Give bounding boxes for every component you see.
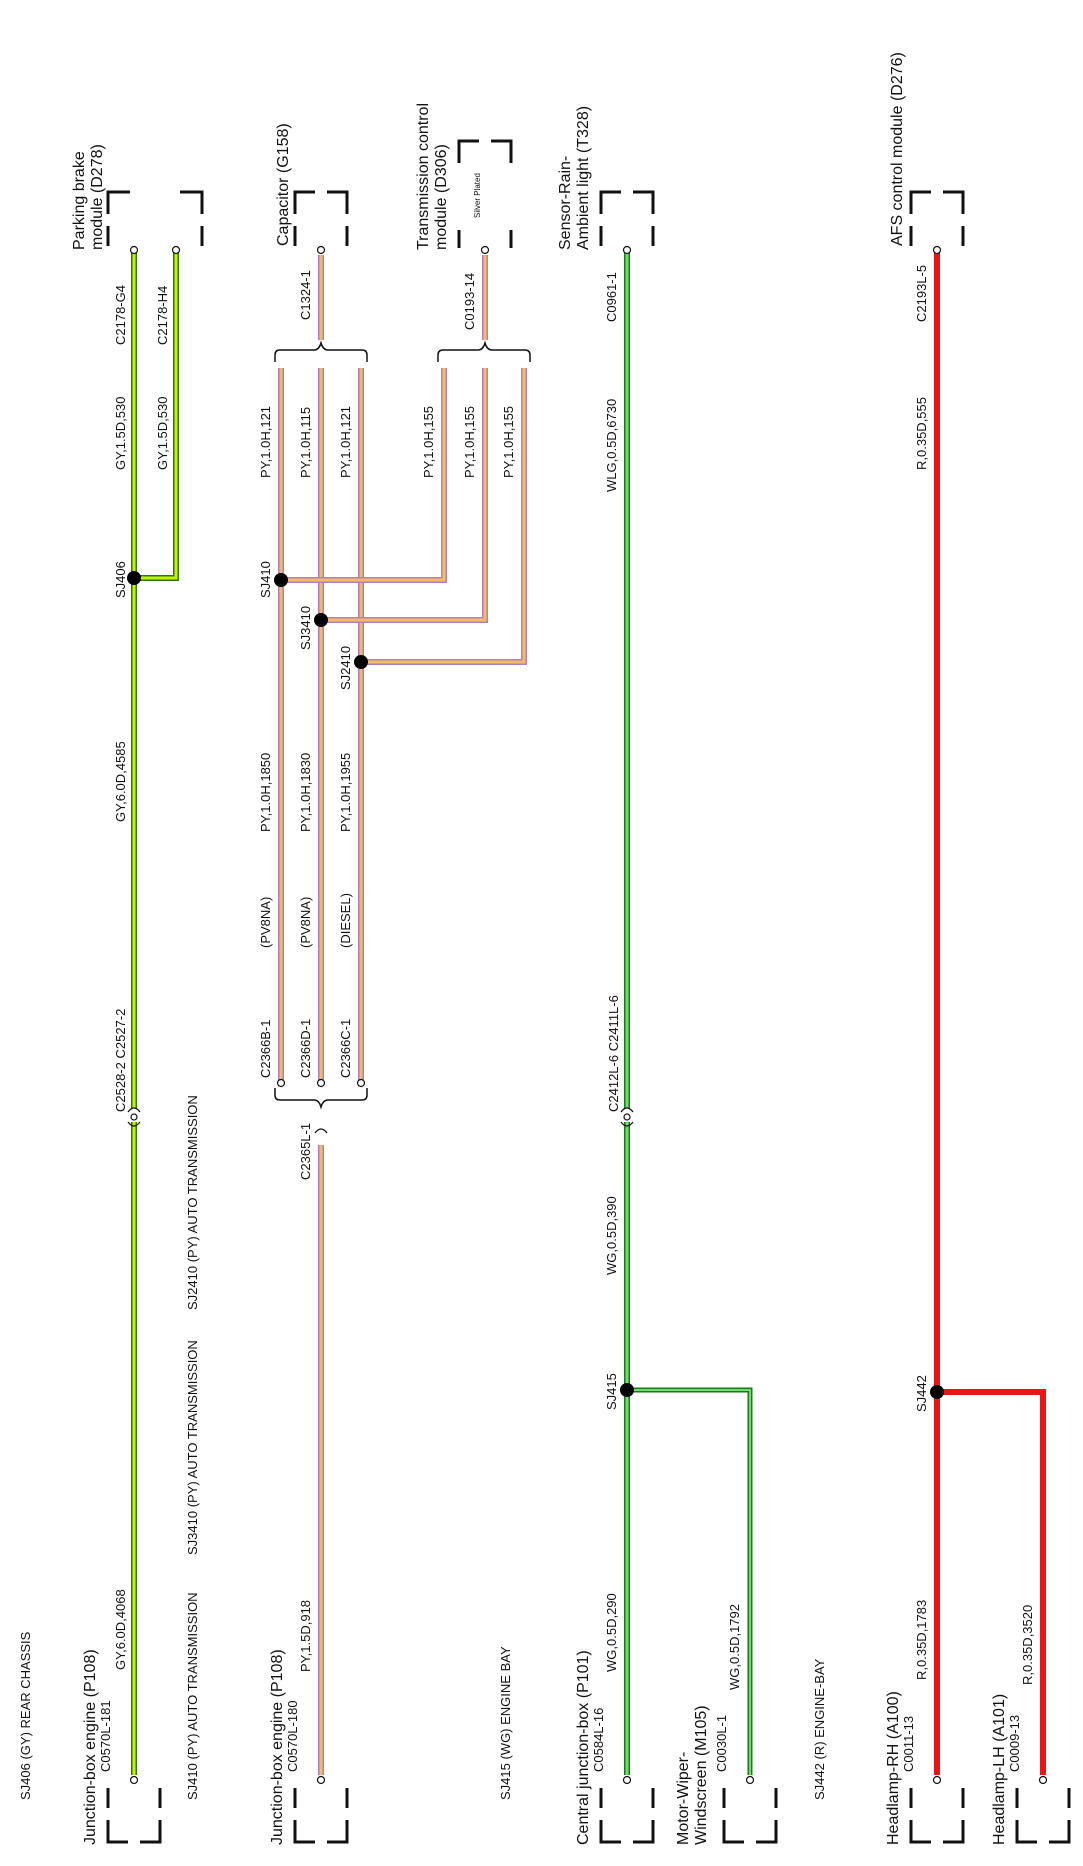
jb-engine-2-title: Junction-box engine (P108) <box>269 1649 286 1845</box>
conn-c2366c-1: C2366C-1 <box>338 1019 353 1078</box>
conn-c2193l-5: C2193L-5 <box>914 265 929 322</box>
splice-sj442 <box>930 1385 944 1399</box>
conn-c0030l-1: C0030L-1 <box>714 1715 729 1772</box>
splice-sj2410 <box>354 655 368 669</box>
section-label-wg: SJ415 (WG) ENGINE BAY <box>498 1646 513 1800</box>
splice-label-sj415: SJ415 <box>604 1373 619 1410</box>
conn-c2412l-6: C2412L-6 C2411L-6 <box>606 995 621 1112</box>
wire-r-a: R,0.35D,555 <box>914 397 929 470</box>
gy-wires <box>131 252 179 1775</box>
headlamp-lh-title: Headlamp-LH (A101) <box>991 1694 1008 1845</box>
rain-sensor-title: Sensor-Rain-Ambient light (T328) <box>557 106 592 250</box>
wire-wg-c: WG,0.5D,1792 <box>727 1604 742 1690</box>
r-wires <box>934 252 1046 1775</box>
wire-gy-c: GY,6.0D,4585 <box>113 741 128 822</box>
conn-c2366b-1: C2366B-1 <box>258 1019 273 1078</box>
splice-label-sj442: SJ442 <box>914 1375 929 1412</box>
splice-dots <box>127 571 944 1399</box>
afs-title: AFS control module (D276) <box>889 52 906 246</box>
wire-py-f: PY,1.0H,155 <box>501 406 516 478</box>
splice-sj406 <box>127 571 141 585</box>
tcm-note: Silver Plated <box>473 173 482 218</box>
wiper-title: Motor-Wiper-Windscreen (M105) <box>675 1705 710 1845</box>
module-titles: Parking brakemodule (D278) Capacitor (G1… <box>71 52 1008 1845</box>
wire-py-j: PY,1.5D,918 <box>298 1600 313 1672</box>
conn-c0961-1: C0961-1 <box>604 272 619 322</box>
section-label-gy: SJ406 (GY) REAR CHASSIS <box>18 1631 33 1800</box>
tcm-title: Transmission controlmodule (D306) <box>415 103 450 250</box>
wire-gy-d: GY,6.0D,4068 <box>113 1589 128 1670</box>
conn-c2178-h4: C2178-H4 <box>155 286 170 345</box>
conn-c0193-14: C0193-14 <box>462 273 477 330</box>
wire-py-c: PY,1.0H,121 <box>338 406 353 478</box>
braces <box>274 340 531 1110</box>
splice-label-sj410: SJ410 <box>258 561 273 598</box>
wg-wires <box>624 252 753 1775</box>
wire-opt-b: (PV8NA) <box>298 897 313 948</box>
splice-sj3410 <box>314 613 328 627</box>
wire-py-a: PY,1.0H,121 <box>258 406 273 478</box>
module-boxes <box>106 139 1071 1844</box>
splice-sj410 <box>274 573 288 587</box>
splice-sj415 <box>620 1383 634 1397</box>
wire-py-d: PY,1.0H,155 <box>421 406 436 478</box>
wire-py-h: PY,1.0H,1830 <box>298 753 313 832</box>
section-labels: SJ406 (GY) REAR CHASSIS SJ410 (PY) AUTO … <box>18 1095 827 1800</box>
conn-c0570l-180: C0570L-180 <box>285 1700 300 1772</box>
splice-label-sj2410: SJ2410 <box>338 646 353 690</box>
wire-wlg: WLG,0.5D,6730 <box>604 399 619 492</box>
splice-label-sj3410: SJ3410 <box>298 606 313 650</box>
wire-gy-a: GY,1.5D,530 <box>113 397 128 470</box>
jb-engine-1-title: Junction-box engine (P108) <box>82 1649 99 1845</box>
central-jb-title: Central junction-box (P101) <box>575 1650 592 1845</box>
wire-py-b: PY,1.0H,115 <box>298 407 313 478</box>
conn-c0011-13: C0011-13 <box>901 1716 916 1772</box>
connector-symbols <box>127 245 1048 1785</box>
capacitor-title: Capacitor (G158) <box>275 123 292 246</box>
conn-c2366d-1: C2366D-1 <box>298 1019 313 1078</box>
splice-label-sj406: SJ406 <box>113 561 128 598</box>
conn-c0584l-16: C0584L-16 <box>591 1708 606 1772</box>
wire-py-e: PY,1.0H,155 <box>462 406 477 478</box>
conn-c0570l-181: C0570L-181 <box>98 1700 113 1772</box>
conn-c2365l-1: C2365L-1 <box>298 1123 313 1180</box>
parking-brake-module-title: Parking brakemodule (D278) <box>71 144 106 250</box>
wire-r-b: R,0.35D,1783 <box>914 1600 929 1680</box>
conn-c1324-1: C1324-1 <box>298 270 313 320</box>
wire-py-g: PY,1.0H,1850 <box>258 753 273 832</box>
wire-wg-b: WG,0.5D,290 <box>604 1593 619 1672</box>
wire-labels: GY,1.5D,530 GY,1.5D,530 GY,6.0D,4585 GY,… <box>113 397 1035 1690</box>
section-label-py1: SJ410 (PY) AUTO TRANSMISSION <box>185 1592 200 1800</box>
connector-labels: C2178-G4 C2178-H4 C1324-1 C0193-14 C0961… <box>98 265 1022 1772</box>
py-wires <box>278 255 527 1775</box>
wire-wg-a: WG,0.5D,390 <box>604 1196 619 1275</box>
wire-py-i: PY,1.0H,1955 <box>338 753 353 832</box>
wire-opt-c: (DIESEL) <box>338 893 353 948</box>
conn-c2528-2: C2528-2 C2527-2 <box>113 1009 128 1112</box>
headlamp-rh-title: Headlamp-RH (A100) <box>885 1691 902 1845</box>
section-label-py2: SJ3410 (PY) AUTO TRANSMISSION <box>185 1340 200 1555</box>
splice-labels: SJ406 SJ410 SJ3410 SJ2410 SJ415 SJ442 <box>113 561 929 1412</box>
wire-opt-a: (PV8NA) <box>258 897 273 948</box>
wire-gy-b: GY,1.5D,530 <box>155 397 170 470</box>
conn-c0009-13: C0009-13 <box>1007 1715 1022 1772</box>
section-label-r: SJ442 (R) ENGINE-BAY <box>812 1658 827 1800</box>
wire-r-c: R,0.35D,3520 <box>1020 1605 1035 1685</box>
section-label-py3: SJ2410 (PY) AUTO TRANSMISSION <box>185 1095 200 1310</box>
conn-c2178-g4: C2178-G4 <box>113 285 128 345</box>
